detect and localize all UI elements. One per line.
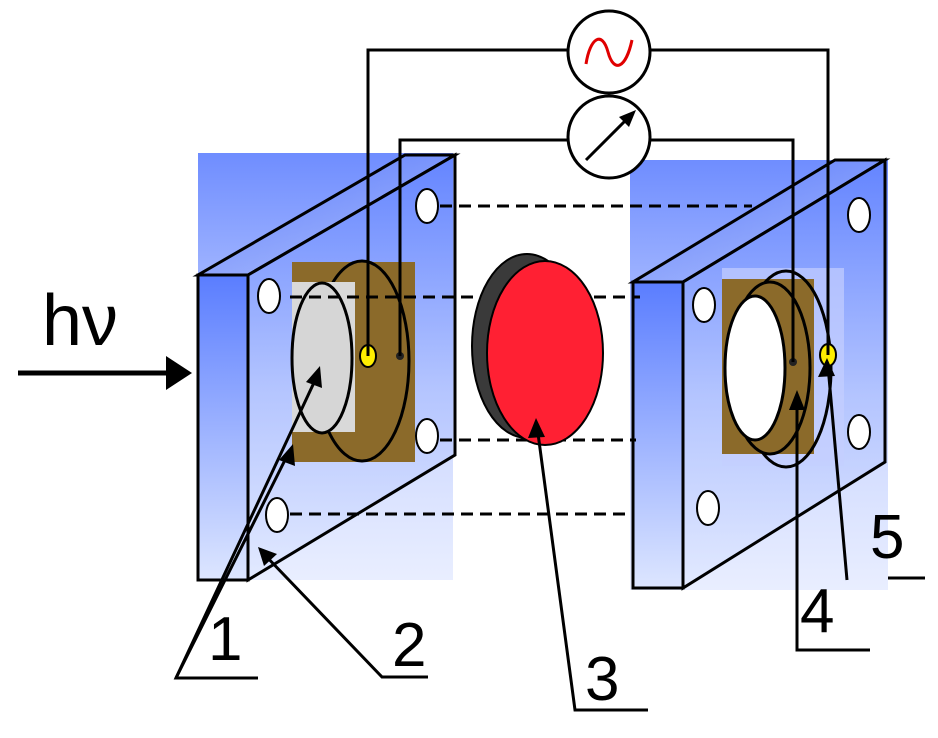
arrow-head-icon [528, 418, 545, 438]
arrow-head-icon [818, 358, 835, 377]
right-plate-side-edge [631, 280, 685, 590]
leader-line-5b [826, 365, 849, 581]
right-plate-hole [847, 414, 871, 450]
sample-disc [471, 253, 604, 446]
arrow-head-icon [166, 356, 192, 390]
left-plate-hole [257, 278, 281, 314]
left-plate-hole [265, 497, 289, 533]
right-plate-hole [696, 490, 720, 526]
right-electrode-plate [627, 157, 891, 591]
sine-wave-icon [584, 37, 634, 67]
leader-line-4 [795, 398, 870, 652]
outer-wire [366, 48, 568, 356]
leader-line-1b [174, 449, 292, 679]
left-plate-hole [415, 418, 439, 454]
leader-line-2 [260, 550, 428, 679]
callout-label-4: 4 [800, 577, 834, 646]
leader-arrowheads [258, 358, 835, 566]
callout-label-2: 2 [392, 611, 426, 680]
left-plate-hole [415, 188, 439, 224]
leader-lines [173, 365, 925, 712]
arrow-head-icon [789, 390, 805, 410]
inner-wire [651, 138, 795, 362]
callout-label-3: 3 [585, 645, 619, 714]
callout-labels: 1 2 3 4 5 [208, 503, 904, 714]
arrow-head-icon [258, 547, 277, 566]
callout-label-1: 1 [208, 605, 242, 674]
arrow-head-icon [619, 110, 636, 127]
circuit-wires [366, 48, 830, 362]
ac-source-icon [566, 9, 652, 95]
inner-wire [398, 138, 568, 356]
right-plate-hole [847, 197, 871, 233]
arrow-head-icon [279, 444, 295, 466]
right-plate-hole [692, 287, 716, 323]
left-plate-side-edge [196, 273, 250, 582]
right-white-window [723, 294, 787, 442]
incident-light-symbol: hν [42, 281, 118, 361]
meter-icon [566, 94, 652, 180]
outer-wire [651, 48, 830, 355]
left-electrode-plate [192, 152, 461, 583]
arrow-head-icon [306, 366, 322, 388]
sample-disc-face [486, 260, 604, 446]
leader-line-3 [535, 425, 648, 712]
callout-label-5: 5 [870, 503, 904, 572]
incident-light: hν [18, 281, 192, 390]
